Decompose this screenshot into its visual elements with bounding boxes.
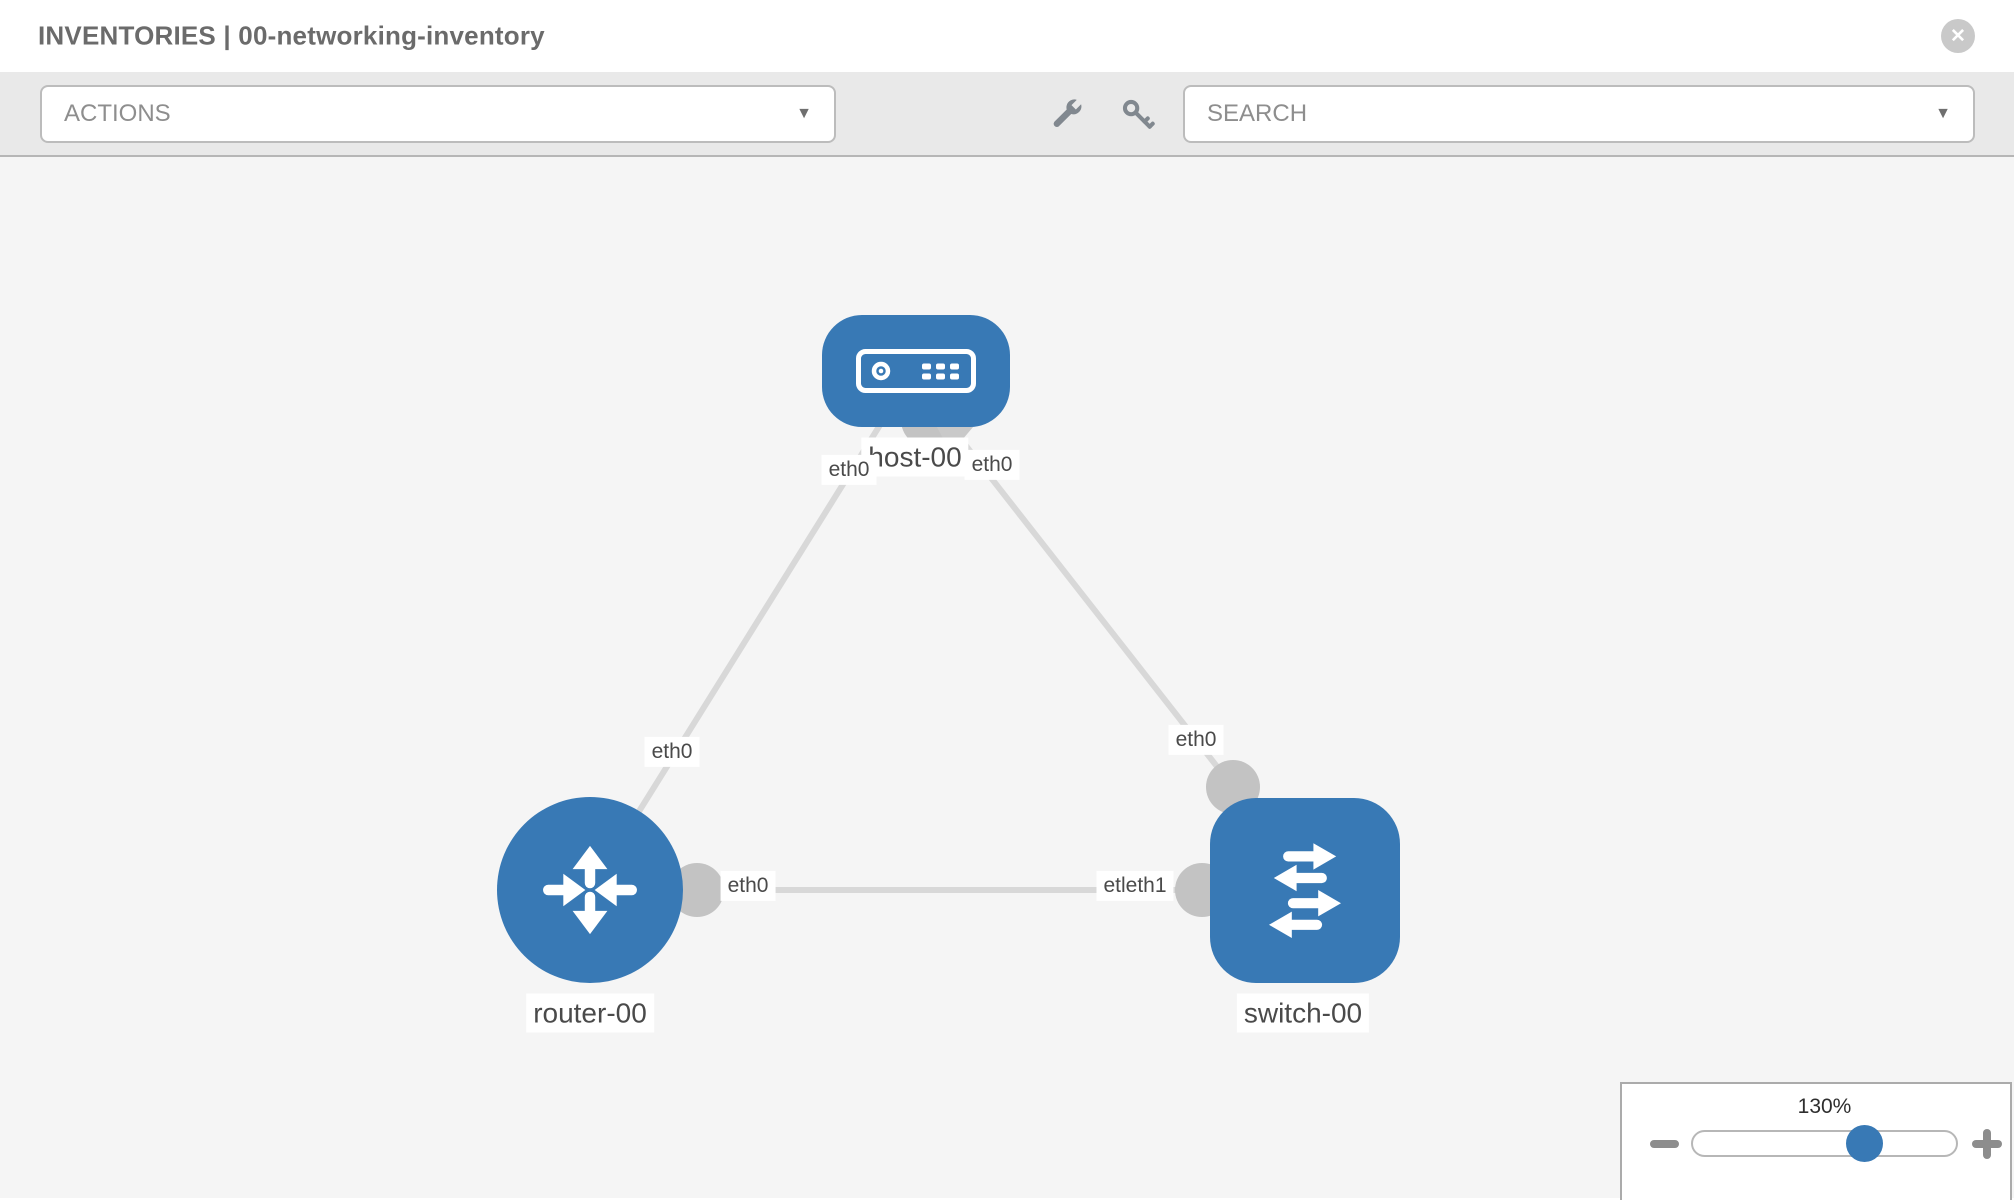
zoom-level: 130% [1797,1095,1852,1118]
toolbar: ACTIONS ▼ SEARCH [0,72,2014,157]
chevron-down-icon: ▼ [1935,105,1951,122]
toolbar-tools [1048,72,1157,157]
iface-label-router-right: eth0 [720,870,776,902]
node-router-00[interactable] [497,797,683,983]
chevron-down-icon: ▼ [796,105,812,122]
node-switch-00[interactable] [1210,798,1400,983]
endpoint-host-tail [933,420,979,453]
topology-svg [497,315,1400,983]
header: INVENTORIES | 00-networking-inventory ✕ [0,0,2014,72]
node-label-host: host-00 [861,437,969,477]
zoom-slider-thumb[interactable] [1846,1125,1883,1162]
search-dropdown[interactable]: SEARCH ▼ [1183,85,1975,143]
endpoint-router-eth0 [670,863,724,917]
actions-dropdown[interactable]: ACTIONS ▼ [40,85,836,143]
iface-label-host-right: eth0 [964,449,1020,481]
wrench-icon [1053,98,1082,127]
configure-button[interactable] [1048,96,1086,134]
switch-icon [1269,843,1341,938]
node-label-switch: switch-00 [1236,993,1370,1033]
actions-dropdown-label: ACTIONS [64,100,171,127]
iface-label-host-left: eth0 [821,454,877,486]
iface-label-router-top: eth0 [644,736,700,768]
close-button[interactable]: ✕ [1941,19,1975,53]
zoom-in-button[interactable] [1972,1129,2002,1159]
router-icon [543,845,637,935]
zoom-panel: 130% [1620,1082,2012,1200]
page-title: INVENTORIES | 00-networking-inventory [38,20,545,51]
topology-canvas[interactable]: host-00 router-00 switch-00 eth0 eth0 et… [0,157,2014,1198]
close-icon: ✕ [1950,25,1966,47]
iface-label-switch-left: etleth1 [1096,870,1174,902]
search-dropdown-label: SEARCH [1207,100,1308,127]
credentials-button[interactable] [1119,96,1157,134]
host-icon [856,349,976,393]
node-label-router: router-00 [526,993,654,1033]
zoom-out-button[interactable] [1650,1140,1679,1148]
node-host-00[interactable] [822,315,1010,427]
zoom-slider[interactable] [1691,1125,1958,1162]
key-icon [1122,99,1155,129]
topology-links [587,417,1303,893]
iface-label-switch-top: eth0 [1168,724,1224,756]
